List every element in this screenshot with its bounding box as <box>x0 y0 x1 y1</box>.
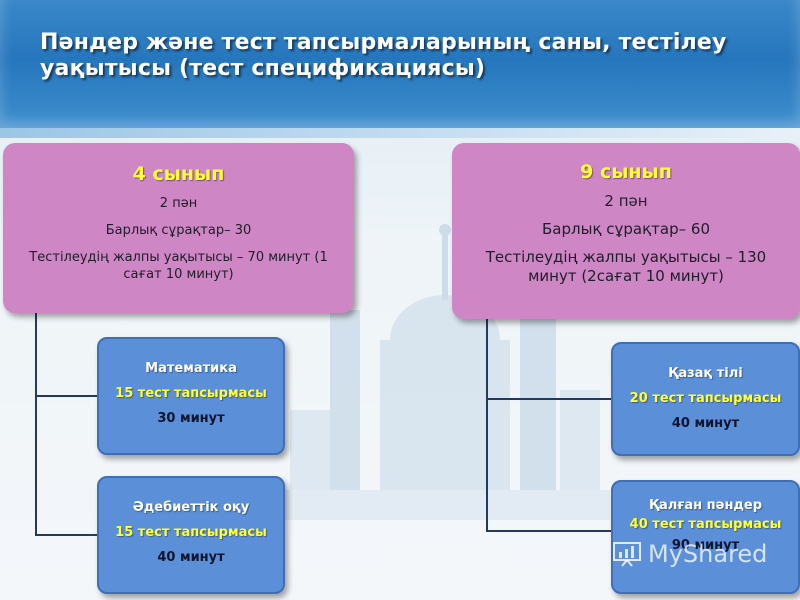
grade4-total-time: Тестілеудің жалпы уақытысы – 70 минут (1… <box>29 250 328 282</box>
subject-time: 90 минут <box>671 538 740 553</box>
subject-name: Әдебиеттік оқу <box>132 500 250 515</box>
city-background-illustration <box>270 224 610 520</box>
subject-tasks: 40 тест тапсырмасы <box>629 517 782 532</box>
grade4-title: 4 сынып <box>132 163 225 185</box>
connector-grade9-vertical <box>486 319 488 531</box>
subject-box-literary-reading: Әдебиеттік оқу 15 тест тапсырмасы 40 мин… <box>97 476 285 594</box>
subject-tasks: 15 тест тапсырмасы <box>115 525 267 540</box>
subject-box-math: Математика 15 тест тапсырмасы 30 минут <box>97 337 285 455</box>
subject-tasks: 15 тест тапсырмасы <box>115 386 267 401</box>
watermark: MyShared <box>612 536 792 572</box>
connector-grade4-lit <box>35 534 97 536</box>
slide-title: Пәндер және тест тапсырмаларының саны, т… <box>40 30 727 81</box>
connector-grade9-rest <box>486 530 611 532</box>
subject-tasks: 20 тест тапсырмасы <box>629 391 782 406</box>
subject-box-kazakh-language: Қазақ тілі 20 тест тапсырмасы 40 минут <box>611 342 800 456</box>
grade4-box: 4 сынып 2 пән Барлық сұрақтар– 30 Тестіл… <box>3 143 354 313</box>
grade4-total-questions: Барлық сұрақтар– 30 <box>105 223 252 238</box>
subject-name: Қазақ тілі <box>668 366 743 381</box>
connector-grade4-math <box>35 395 97 397</box>
subject-name: Математика <box>145 361 237 376</box>
grade9-subjects-count: 2 пән <box>604 192 648 210</box>
connector-grade4-vertical <box>35 313 37 535</box>
connector-grade9-kaz <box>486 398 611 400</box>
header-strip <box>0 128 800 138</box>
grade9-total-questions: Барлық сұрақтар– 60 <box>542 220 710 238</box>
subject-time: 30 минут <box>157 411 225 426</box>
header-banner <box>0 0 800 132</box>
subject-name: Қалған пәндер <box>648 498 763 513</box>
subject-time: 40 минут <box>671 416 740 431</box>
subject-time: 40 минут <box>157 550 225 565</box>
grade9-box: 9 сынып 2 пән Барлық сұрақтар– 60 Тестіл… <box>452 143 800 319</box>
subject-box-other-subjects: Қалған пәндер 40 тест тапсырмасы 90 мину… <box>611 480 800 594</box>
grade9-title: 9 сынып <box>580 161 672 183</box>
grade4-subjects-count: 2 пән <box>159 196 198 211</box>
watermark-text: MyShared <box>648 540 768 568</box>
grade9-total-time: Тестілеудің жалпы уақытысы – 130 минут (… <box>485 248 767 285</box>
presentation-icon <box>613 542 641 567</box>
